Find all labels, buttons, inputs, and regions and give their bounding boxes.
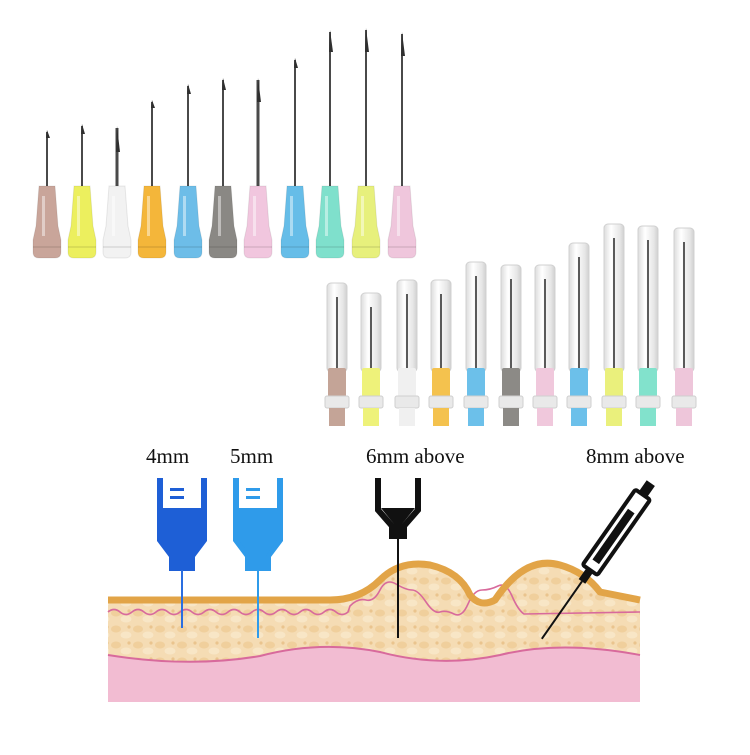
hypodermic-needle (315, 30, 345, 259)
uncapped-needles-row (32, 28, 417, 259)
capped-needle (394, 279, 420, 426)
capped-needle (498, 264, 524, 426)
capped-needle (463, 261, 489, 426)
skin-surface (108, 559, 641, 607)
syringe-6mm (375, 478, 421, 638)
capped-needle (671, 227, 697, 426)
muscle-boundary (107, 645, 641, 663)
label-4mm: 4mm (146, 444, 190, 468)
syringe-4mm (157, 478, 207, 628)
capped-needle (324, 282, 350, 426)
dermis-boundary (107, 581, 641, 616)
label-5mm: 5mm (230, 444, 274, 468)
hypodermic-needle (102, 126, 132, 259)
hypodermic-needle (208, 78, 238, 259)
capped-needle (566, 242, 592, 426)
syringe-5mm (233, 478, 283, 638)
hypodermic-needle (67, 124, 97, 259)
hypodermic-needle (351, 28, 381, 259)
capped-needle (601, 223, 627, 426)
capped-needles-row (324, 223, 697, 426)
capped-needle (428, 279, 454, 426)
label-8mm-above: 8mm above (586, 444, 685, 468)
hypodermic-needle (173, 84, 203, 259)
hypodermic-needle (243, 78, 273, 259)
skin-diagram (107, 559, 641, 702)
capped-needle (358, 292, 384, 426)
label-6mm-above: 6mm above (366, 444, 465, 468)
syringe-8mm (541, 480, 655, 640)
capped-needle (532, 264, 558, 426)
hypodermic-needle (32, 130, 62, 259)
capped-needle (635, 225, 661, 426)
hypodermic-needle (387, 32, 417, 259)
hypodermic-needle (137, 100, 167, 259)
hypodermic-needle (280, 58, 310, 259)
